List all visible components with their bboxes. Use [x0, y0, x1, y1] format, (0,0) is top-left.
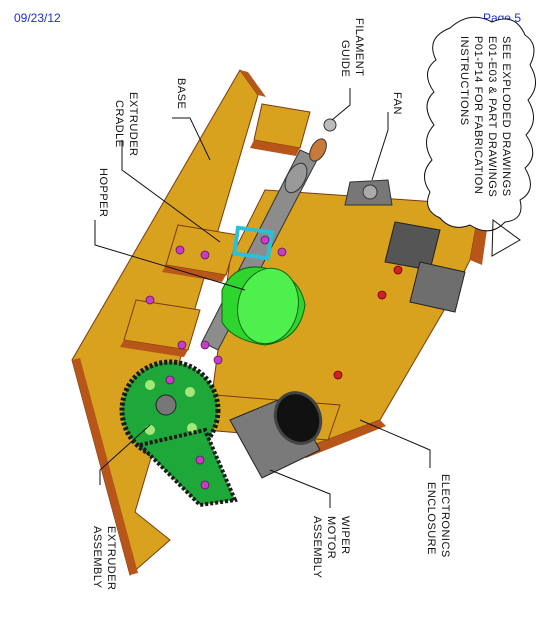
hopper-mouth: [237, 267, 299, 345]
label-base: BASE: [175, 78, 187, 109]
note-cloud-pointer: [491, 219, 521, 257]
base-plate-side: [72, 358, 138, 575]
fan-hub: [362, 184, 378, 200]
sprocket-hole-1: [145, 380, 155, 390]
electronics-box-side: [409, 261, 466, 313]
label-fan: FAN: [391, 92, 403, 115]
label-extruder-assembly-2: ASSEMBLY: [91, 526, 103, 589]
cradle-clamp: [232, 225, 274, 261]
barrel-nozzle-cap: [309, 138, 327, 162]
block-guide-mount-edge: [250, 140, 300, 156]
label-extruder-cradle-1: EXTRUDER: [127, 92, 139, 157]
block-lower-edge: [120, 340, 188, 357]
label-filament-guide-2: GUIDE: [339, 40, 351, 77]
note-line-1: SEE EXPLODED DRAWINGS: [500, 36, 512, 197]
sprocket-hole-4: [145, 425, 155, 435]
label-wiper-2: MOTOR: [325, 516, 337, 559]
filament-guide: [323, 118, 337, 132]
wiper-motor-end: [273, 391, 323, 445]
note-line-3: P01-P14 FOR FABRICATION: [472, 36, 484, 194]
note-line-2: E01-E03 & PART DRAWINGS: [486, 36, 498, 197]
base-plate-edge: [240, 70, 266, 97]
note-cloud: [424, 16, 536, 232]
label-electronics-2: ENCLOSURE: [425, 482, 437, 555]
block-guide-mount: [253, 103, 311, 149]
label-extruder-cradle-2: CRADLE: [113, 100, 125, 148]
electronics-box: [384, 221, 441, 271]
sprocket-hole-2: [185, 387, 195, 397]
barrel-collar: [284, 162, 308, 194]
note-line-4: INSTRUCTIONS: [458, 36, 470, 126]
block-cradle-edge: [162, 265, 226, 282]
label-wiper-3: ASSEMBLY: [311, 516, 323, 579]
label-filament-guide-1: FILAMENT: [353, 18, 365, 76]
chain-run: [136, 427, 238, 508]
electronics-enclosure-bottom: [300, 420, 386, 458]
leader-lines: [94, 88, 431, 508]
date-stamp: 09/23/12: [14, 11, 61, 25]
red-knobs: [333, 265, 403, 380]
label-extruder-assembly-1: EXTRUDER: [105, 526, 117, 591]
sprocket-hub: [155, 394, 177, 416]
label-electronics-1: ELECTRONICS: [439, 474, 451, 558]
bolts: [145, 235, 287, 490]
label-hopper: HOPPER: [97, 168, 109, 217]
label-wiper-1: WIPER: [339, 516, 351, 555]
